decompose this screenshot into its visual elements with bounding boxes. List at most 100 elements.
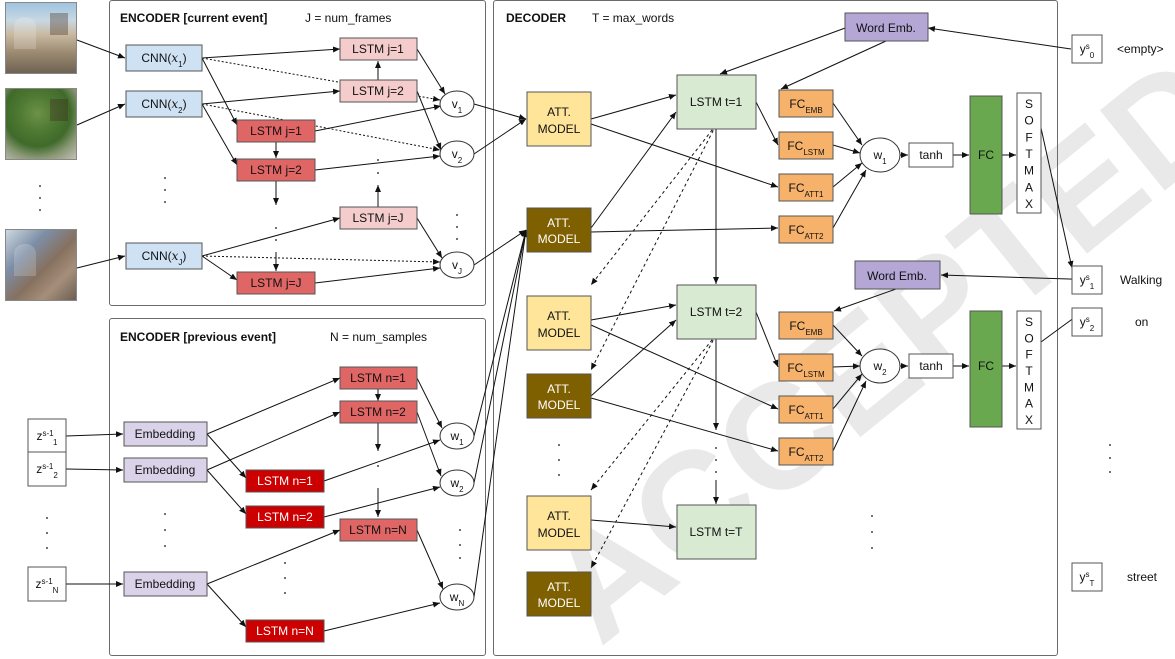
softmax-letter-2-2: F [1025,348,1032,362]
undefined [284,577,286,579]
decoder-w-label-2: w2 [872,359,887,377]
connection-arrow [323,439,441,482]
undefined [1109,457,1111,459]
softmax-letter-2-3: T [1025,364,1033,378]
att-model-dark-label-a-1: ATT. [547,216,571,230]
connection-arrow [832,373,863,410]
fc-att1-box-2 [778,395,834,424]
z-input-box-N [27,566,67,602]
fc-lstm-box-2 [778,353,834,382]
softmax-letter-1-6: X [1025,197,1033,211]
att-model-dark-label-b-3: MODEL [538,596,581,610]
encoder-previous-subtitle: N = num_samples [330,330,427,344]
fc-att2-label-2: FCATT2 [789,445,825,463]
connection-arrow [206,411,341,471]
undefined [459,529,461,531]
w-label-2: w2 [449,476,464,494]
connection-arrow [590,324,779,410]
fc-att2-label-1: FCATT2 [789,223,825,241]
softmax-letter-2-1: O [1024,331,1033,345]
fc-big-box-2 [969,310,1003,428]
undefined [46,517,48,519]
softmax-box-1 [1016,92,1042,214]
undefined [1109,471,1111,473]
fc-att1-label-1: FCATT1 [789,181,825,199]
lstm-fwd-label-3: LSTM j=J [352,211,403,225]
embedding-label-2: Embedding [135,463,196,477]
softmax-letter-2-5: A [1025,397,1033,411]
lstm-fwd-label-2: LSTM j=2 [352,84,404,98]
output-y-box-0 [1071,34,1103,64]
output-y-label-0: ys0 [1080,42,1095,60]
word-emb-label-1: Word Emb. [856,21,916,35]
att-model-dark-box-2 [526,373,592,419]
att-model-dark-label-b-2: MODEL [538,398,581,412]
decoder-w-node-2 [859,348,901,384]
connection-arrow [206,433,247,479]
lstm-n-bottom-label-3: LSTM n=N [256,624,314,638]
fc-lstm-label-2: FCLSTM [787,361,825,379]
connection-arrow [201,216,341,257]
decoder-lstm-label-1: LSTM t=1 [690,95,743,109]
decoder-w-label-1: w1 [872,148,887,166]
softmax-letter-1-4: M [1024,164,1034,178]
connection-arrow [314,265,441,284]
undefined [558,444,560,446]
connection-arrow [590,94,677,120]
softmax-box-2 [1016,310,1042,430]
undefined [558,459,560,461]
lstm-n-bottom-box-3 [245,619,325,643]
undefined [459,557,461,559]
connection-arrow [416,90,442,151]
diagram-nodes [27,12,1111,643]
undefined [284,592,286,594]
fc-emb-box-2 [778,311,834,340]
connection-arrow [1040,127,1074,269]
z-input-label-2: zs-12 [36,462,58,480]
fc-emb-box-1 [778,89,834,118]
connection-arrow [323,485,441,518]
encoder-current-title: ENCODER [current event] [120,11,267,25]
tanh-label-2: tanh [919,359,942,373]
undefined [871,547,873,549]
connection-arrow [832,162,863,188]
fc-att1-label-2: FCATT1 [789,403,825,421]
att-model-dark-box-1 [526,207,592,253]
connection-arrow [206,469,247,515]
softmax-letter-1-2: F [1025,130,1032,144]
connection-arrow [473,229,528,598]
undefined [1109,444,1111,446]
output-y-label-1: ys1 [1080,273,1095,291]
connection-arrow [755,311,779,368]
undefined [164,189,166,191]
video-frame-2-image [5,88,77,160]
fc-big-box-1 [969,95,1003,215]
undefined [164,545,166,547]
output-y-box-1 [1071,265,1103,295]
connection-arrow [473,229,527,266]
undefined [377,172,379,174]
connection-arrow [314,153,441,171]
cnn-box-2 [125,90,203,118]
connection-arrow [473,118,527,155]
encoder-current-panel [109,0,486,306]
att-model-light-label-b-1: MODEL [538,122,581,136]
decoder-lstm-box-1 [676,74,757,130]
fc-emb-label-2: FCEMB [789,319,822,337]
connection-arrow [590,519,677,530]
att-model-light-label-a-2: ATT. [547,309,571,323]
word-emb-box-1 [844,12,929,42]
connection-arrow [832,380,867,452]
connection-arrow [832,363,861,370]
v-label-J: vJ [452,258,462,276]
cnn-label-J: CNN(xJ) [142,249,187,267]
connection-arrow [416,377,443,429]
lstm-n-bottom-label-1: LSTM n=1 [257,474,313,488]
lstm-n-bottom-label-2: LSTM n=2 [257,510,313,524]
lstm-bwd-box-3 [236,271,316,295]
connection-arrow [927,26,1072,50]
word-emb-label-2: Word Emb. [867,269,927,283]
softmax-letter-2-0: S [1025,315,1033,329]
connection-arrow [832,102,863,146]
connection-arrow [832,169,867,229]
